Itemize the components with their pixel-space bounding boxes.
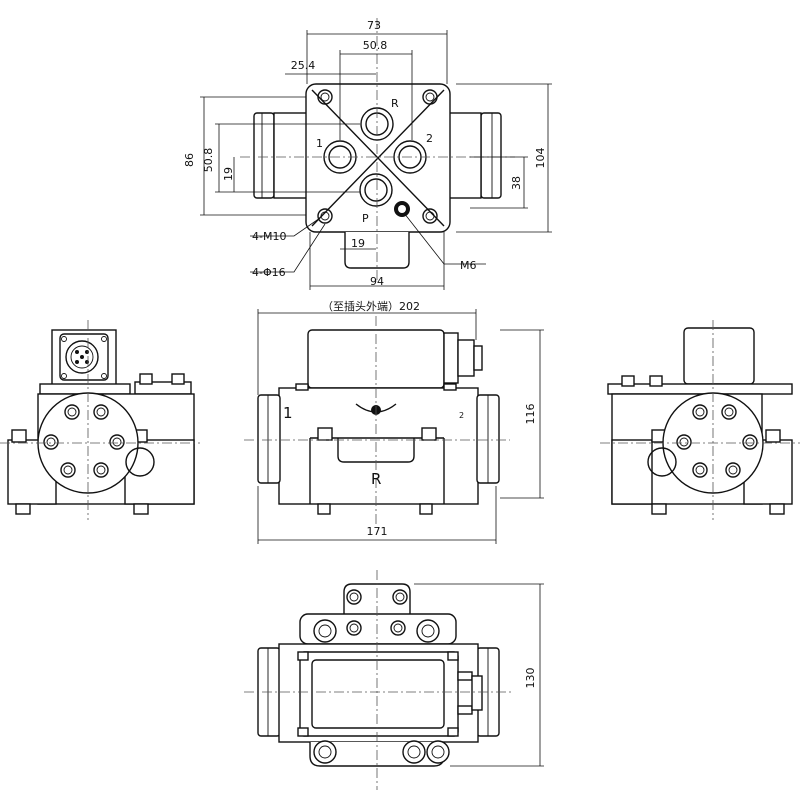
callout-m6: M6 [460, 259, 477, 272]
right-top-module [683, 327, 755, 385]
dim-116: 116 [524, 404, 537, 425]
callout-4-m10: 4-M10 [252, 230, 286, 243]
dim-25-4: 25.4 [291, 59, 316, 72]
dim-50-8-top: 50.8 [363, 39, 388, 52]
port-label-p: P [362, 212, 369, 225]
dim-130: 130 [524, 668, 537, 689]
bottom-view: 130 [244, 570, 544, 790]
dim-50-8-left: 50.8 [202, 148, 215, 173]
bottom-inner-recess [311, 659, 445, 729]
dim-86: 86 [183, 153, 196, 167]
connector-plug [65, 340, 99, 374]
dim-202-to-plug: （至插头外端）202 [322, 299, 420, 313]
dim-19-horizontal: 19 [351, 237, 365, 250]
dim-171: 171 [367, 525, 388, 538]
top-view-tab [344, 232, 410, 269]
dim-104: 104 [534, 148, 547, 169]
connector-housing [51, 329, 117, 386]
front-port-label-r: R [371, 470, 381, 488]
top-right-pipe [447, 112, 482, 199]
front-left-pipe [257, 394, 281, 484]
right-side-view [600, 320, 800, 520]
corner-bolt-br [422, 208, 438, 224]
port-label-2: 2 [426, 132, 433, 145]
port-label-r: R [391, 97, 399, 110]
front-view: （至插头外端）202 116 171 1 2 R [244, 299, 544, 544]
dim-73: 73 [367, 19, 381, 32]
callout-4-phi16: 4-Φ16 [252, 266, 286, 279]
corner-bolt-bl [317, 208, 333, 224]
dim-38: 38 [510, 176, 523, 190]
front-port-label-2: 2 [459, 411, 464, 420]
left-side-view [0, 320, 200, 520]
dim-94: 94 [370, 275, 384, 288]
top-right-pipe-flange [480, 112, 502, 199]
front-connector [457, 339, 475, 377]
dim-19-vertical: 19 [222, 167, 235, 181]
top-left-pipe-flange [253, 112, 275, 199]
front-port-label-1: 1 [283, 404, 293, 422]
top-left-pipe [273, 112, 309, 199]
port-label-1: 1 [316, 137, 323, 150]
top-view: 73 50.8 25.4 86 50.8 19 104 38 19 94 R 1… [183, 18, 552, 290]
